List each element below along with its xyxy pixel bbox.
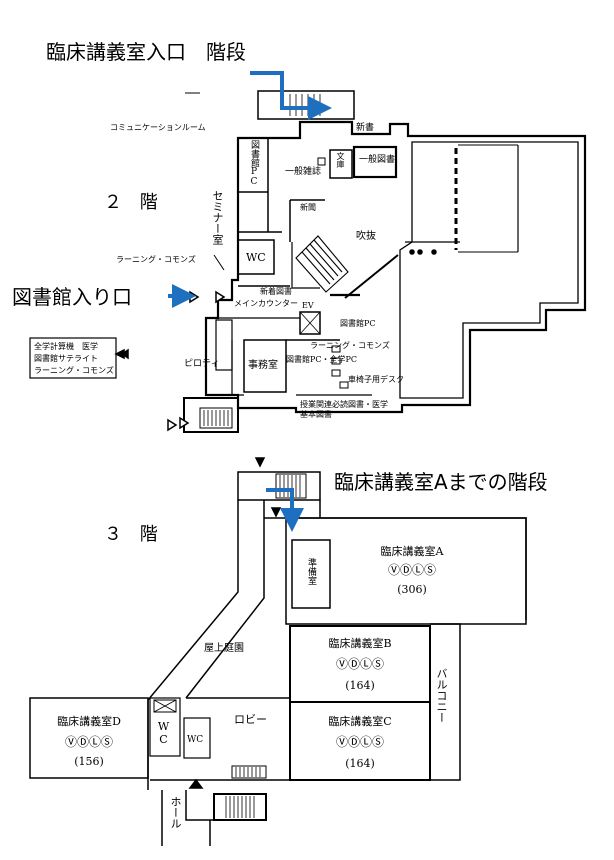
capacity-lecture-c: (164) <box>345 757 375 770</box>
satellite-line-3: ラーニング・コモンズ <box>34 366 114 375</box>
route-arrow-to-lecture-entrance <box>250 71 332 120</box>
floor3-lecture-d <box>29 697 149 779</box>
route-arrow-to-lecture-a <box>266 488 304 532</box>
floor2-office-room <box>243 339 287 393</box>
label-new-arrivals: 新着図書 <box>260 287 292 296</box>
capacity-lecture-b: (164) <box>345 679 375 692</box>
label-library-pc-all: 図書館PC・全学PC <box>286 355 358 364</box>
label-seminar-room: セミナー室 <box>211 190 224 245</box>
annotation-library-entrance: 図書館入り口 <box>12 285 132 309</box>
label-rooftop-garden: 屋上庭園 <box>204 643 244 654</box>
floor2-bottom-stairs <box>183 397 239 433</box>
floor2-bunko-box <box>329 149 353 179</box>
label-lecture-b: 臨床講義室B <box>328 637 392 650</box>
label-required-books: 授業関連必読図書・医学基本図書 <box>300 400 388 419</box>
floor2-central-stairs <box>295 235 349 293</box>
satellite-line-2: 図書館サテライト <box>34 354 98 363</box>
label-ev: EV <box>302 301 314 310</box>
floor2-ev <box>299 311 321 335</box>
floor2-top-stairs-treads <box>289 94 321 116</box>
label-communication-room: コミュニケーションルーム <box>110 123 206 132</box>
label-lecture-d: 臨床講義室D <box>57 715 121 728</box>
floor3-bottom-stairs <box>213 793 267 821</box>
label-bunko: 文庫 <box>336 152 345 168</box>
label-atrium: 吹抜 <box>356 231 376 242</box>
label-learning-commons: ラーニング・コモンズ <box>116 255 196 264</box>
floor3-plan <box>29 457 527 846</box>
icons-lecture-c: ⓋⒹⓁⓈ <box>335 735 385 749</box>
floor2-wc-room <box>237 239 275 275</box>
label-wc-floor2: WC <box>246 251 266 264</box>
label-lecture-a: 臨床講義室A <box>380 545 444 558</box>
label-wheelchair-desk: 車椅子用デスク <box>348 375 404 384</box>
label-general-magazines: 一般雑誌 <box>285 167 322 177</box>
label-hall: ホール <box>169 796 182 829</box>
label-office: 事務室 <box>248 360 278 371</box>
floor3-lecture-a <box>285 517 527 625</box>
label-main-counter: メインカウンター <box>234 299 298 308</box>
label-lobby: ロビー <box>234 713 267 726</box>
entrance-marker <box>189 290 200 304</box>
icons-lecture-d: ⓋⒹⓁⓈ <box>64 735 114 749</box>
label-prep-room: 準備室 <box>306 558 316 585</box>
annotation-entrance-stairs: 臨床講義室入口 階段 <box>46 40 246 64</box>
capacity-lecture-a: (306) <box>397 583 427 596</box>
floor3-top-stairs <box>237 471 321 501</box>
icons-lecture-b: ⓋⒹⓁⓈ <box>335 657 385 671</box>
label-wc-floor3: WC <box>187 735 204 745</box>
satellite-line-1: 全学計算機 医学 <box>34 342 98 351</box>
floor2-satellite-box <box>29 337 117 379</box>
annotation-stairs-to-a: 臨床講義室Aまでの階段 <box>334 470 548 494</box>
floor3-label: ３ 階 <box>104 524 164 545</box>
icons-lecture-a: ⓋⒹⓁⓈ <box>387 563 437 577</box>
label-balcony: バルコニー <box>435 668 448 723</box>
floor2-label: ２ 階 <box>104 192 164 213</box>
label-learning-commons-2: ラーニング・コモンズ <box>310 341 390 350</box>
floor2-general-books-box <box>352 145 398 179</box>
floor3-wc-vertical <box>149 697 181 757</box>
label-lecture-c: 臨床講義室C <box>328 715 392 728</box>
floor3-prep-room <box>291 539 331 609</box>
label-new-books: 新書 <box>356 123 375 133</box>
floor2-top-stairs <box>257 90 355 120</box>
label-library-pc: 図書館PC <box>249 140 259 187</box>
floor2-plan <box>29 90 587 433</box>
label-general-books: 一般図書 <box>359 155 396 165</box>
capacity-lecture-d: (156) <box>74 755 104 768</box>
floor2-library-outline <box>204 120 587 414</box>
label-wc-vertical: WC <box>157 720 170 746</box>
label-library-pc-2: 図書館PC <box>340 319 376 328</box>
floor3-wc <box>183 717 211 759</box>
label-piloti: ピロティ <box>184 359 220 369</box>
label-newspapers: 新聞 <box>300 203 316 212</box>
